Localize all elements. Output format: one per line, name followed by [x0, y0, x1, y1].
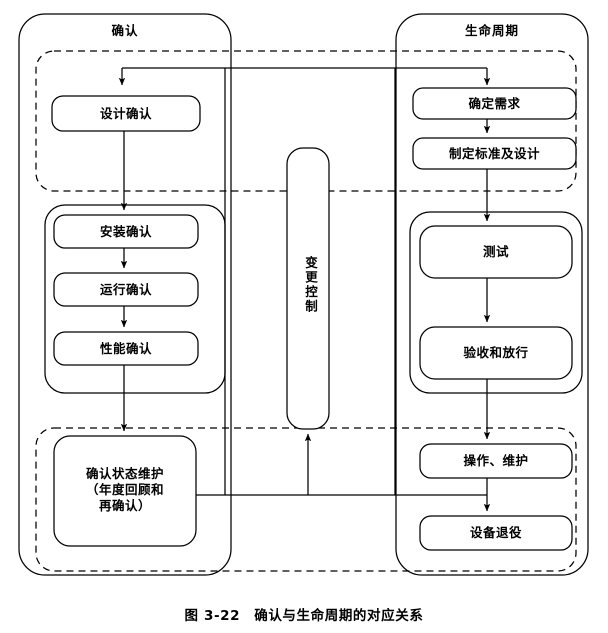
right-panel-outline: [395, 13, 589, 576]
node-operational-qualification: [53, 272, 199, 307]
right-solid-group-testing: [409, 211, 583, 394]
node-design-qualification: [51, 95, 201, 132]
node-performance-qualification: [53, 331, 199, 366]
left-panel-title: 确认: [111, 23, 139, 38]
node-design-qualification-label: 设计确认: [99, 106, 152, 121]
change-control-box: [286, 147, 330, 430]
node-testing-label: 测试: [482, 244, 509, 259]
figure-caption: 图 3-22 确认与生命周期的对应关系: [184, 608, 424, 624]
node-status-maintenance-line3: 再确认）: [98, 498, 151, 513]
node-acceptance-label: 验收和放行: [463, 345, 529, 360]
node-set-standards-and-design: [412, 137, 577, 170]
node-acceptance-and-release: [419, 326, 573, 380]
node-status-maintenance-line1: 确认状态维护: [85, 466, 164, 481]
left-panel-outline: [18, 13, 232, 576]
right-panel-title: 生命周期: [464, 23, 519, 38]
node-operation-maintenance: [419, 443, 573, 479]
node-equipment-retirement: [419, 515, 573, 551]
node-installation-qualification-label: 安装确认: [99, 224, 152, 239]
node-operation-maintenance-label: 操作、维护: [463, 453, 529, 468]
change-control-label: 变更控制: [303, 256, 318, 314]
node-equipment-retirement-label: 设备退役: [469, 525, 522, 540]
node-testing: [419, 225, 573, 279]
node-operational-qualification-label: 运行确认: [99, 282, 152, 297]
node-performance-qualification-label: 性能确认: [99, 341, 152, 356]
node-qualification-status-maintenance: [53, 435, 197, 547]
node-status-maintenance-line2: （年度回顾和: [85, 482, 164, 497]
node-installation-qualification: [53, 214, 199, 249]
node-set-standards-label: 制定标准及设计: [448, 146, 540, 161]
node-define-requirements-label: 确定需求: [468, 96, 521, 111]
node-define-requirements: [412, 87, 577, 120]
